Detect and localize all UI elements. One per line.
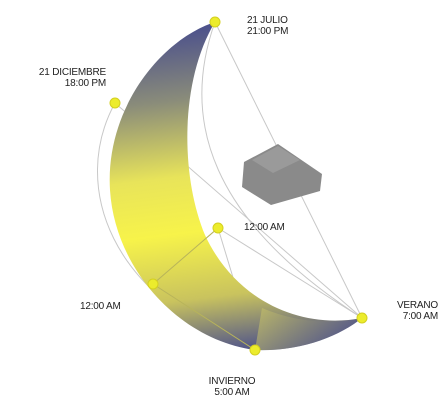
crescent-tip-shade <box>255 308 362 351</box>
label-noon-upper: 12:00 AM <box>244 222 285 233</box>
band-lines <box>152 227 256 351</box>
building-roof <box>252 146 300 173</box>
label-verano-time: 7:00 AM <box>402 311 438 322</box>
sun-markers <box>109 16 368 356</box>
label-invierno: INVIERNO 5:00 AM <box>196 376 268 398</box>
marker-jul21 <box>209 16 221 28</box>
label-dec21: 21 DICIEMBRE 18:00 PM <box>6 67 106 89</box>
ray-noon-to-verano <box>217 227 363 319</box>
marker-invierno <box>249 344 261 356</box>
label-dec21-date: 21 DICIEMBRE <box>38 67 106 78</box>
label-invierno-time: 5:00 AM <box>214 387 250 398</box>
label-noon-upper-text: 12:00 AM <box>244 222 285 233</box>
label-verano-season: VERANO <box>396 300 438 311</box>
marker-noon-lower <box>147 278 159 290</box>
sun-path-crescent <box>109 22 362 351</box>
label-verano: VERANO 7:00 AM <box>370 300 438 322</box>
marker-noon-upper <box>212 222 224 234</box>
marker-verano <box>356 312 368 324</box>
label-jul21-date: 21 JULIO <box>247 15 288 26</box>
marker-dec21 <box>109 97 121 109</box>
label-jul21: 21 JULIO 21:00 PM <box>247 15 288 37</box>
label-noon-lower-text: 12:00 AM <box>80 301 121 312</box>
label-noon-lower: 12:00 AM <box>80 301 121 312</box>
label-dec21-time: 18:00 PM <box>64 78 106 89</box>
label-jul21-time: 21:00 PM <box>247 26 289 37</box>
inner-orbit-arc <box>201 21 363 319</box>
label-invierno-season: INVIERNO <box>208 376 256 387</box>
